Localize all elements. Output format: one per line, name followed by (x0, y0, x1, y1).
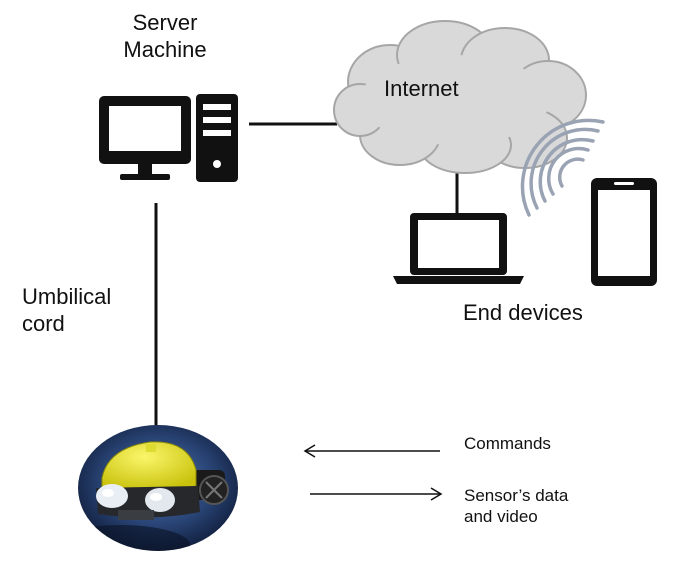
end-devices-label: End devices (463, 300, 583, 325)
umbilical-label-line2: cord (22, 310, 65, 336)
umbilical-cord-label: Umbilical cord (22, 284, 111, 338)
server-machine-label: Server Machine (100, 10, 230, 64)
smartphone-icon (591, 178, 657, 286)
server-label-line2: Machine (123, 36, 207, 62)
sensor-label-line2: and video (464, 506, 538, 526)
commands-label: Commands (464, 434, 551, 453)
wifi-signal-icon (520, 118, 605, 217)
umbilical-label-line1: Umbilical (22, 284, 112, 309)
sensor-data-arrow (310, 487, 443, 501)
underwater-robot-image (78, 425, 238, 551)
server-label-line1: Server (132, 10, 198, 35)
internet-label: Internet (384, 76, 459, 101)
cloud-fill-core (360, 55, 550, 145)
laptop-icon (393, 213, 524, 284)
desktop-computer-icon (99, 94, 238, 182)
commands-arrow (303, 444, 440, 458)
sensor-label-line1: Sensor’s data (464, 486, 569, 505)
sensor-data-label: Sensor’s data and video (464, 486, 568, 527)
